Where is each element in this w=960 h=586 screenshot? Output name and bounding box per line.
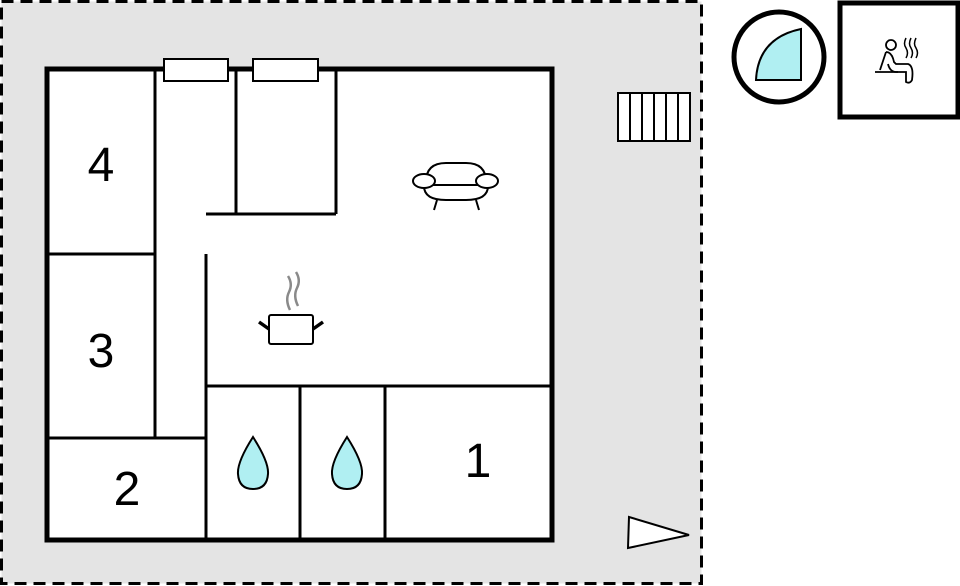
room-3-label: 3 (87, 325, 115, 378)
stairs-icon (617, 92, 691, 142)
interior-walls (47, 69, 552, 540)
pool-icon (731, 9, 827, 105)
cooking-pot-icon (257, 271, 325, 345)
sauna-icon (837, 0, 960, 120)
entrance-arrow-icon (626, 515, 690, 550)
room-4-label: 4 (87, 139, 115, 192)
room-2-label: 2 (113, 463, 141, 516)
water-drop-icon (330, 435, 364, 491)
room-1-label: 1 (464, 435, 492, 488)
water-drop-icon (236, 435, 270, 491)
window-1 (163, 58, 229, 82)
window-2 (252, 58, 319, 82)
sofa-icon (412, 162, 499, 211)
